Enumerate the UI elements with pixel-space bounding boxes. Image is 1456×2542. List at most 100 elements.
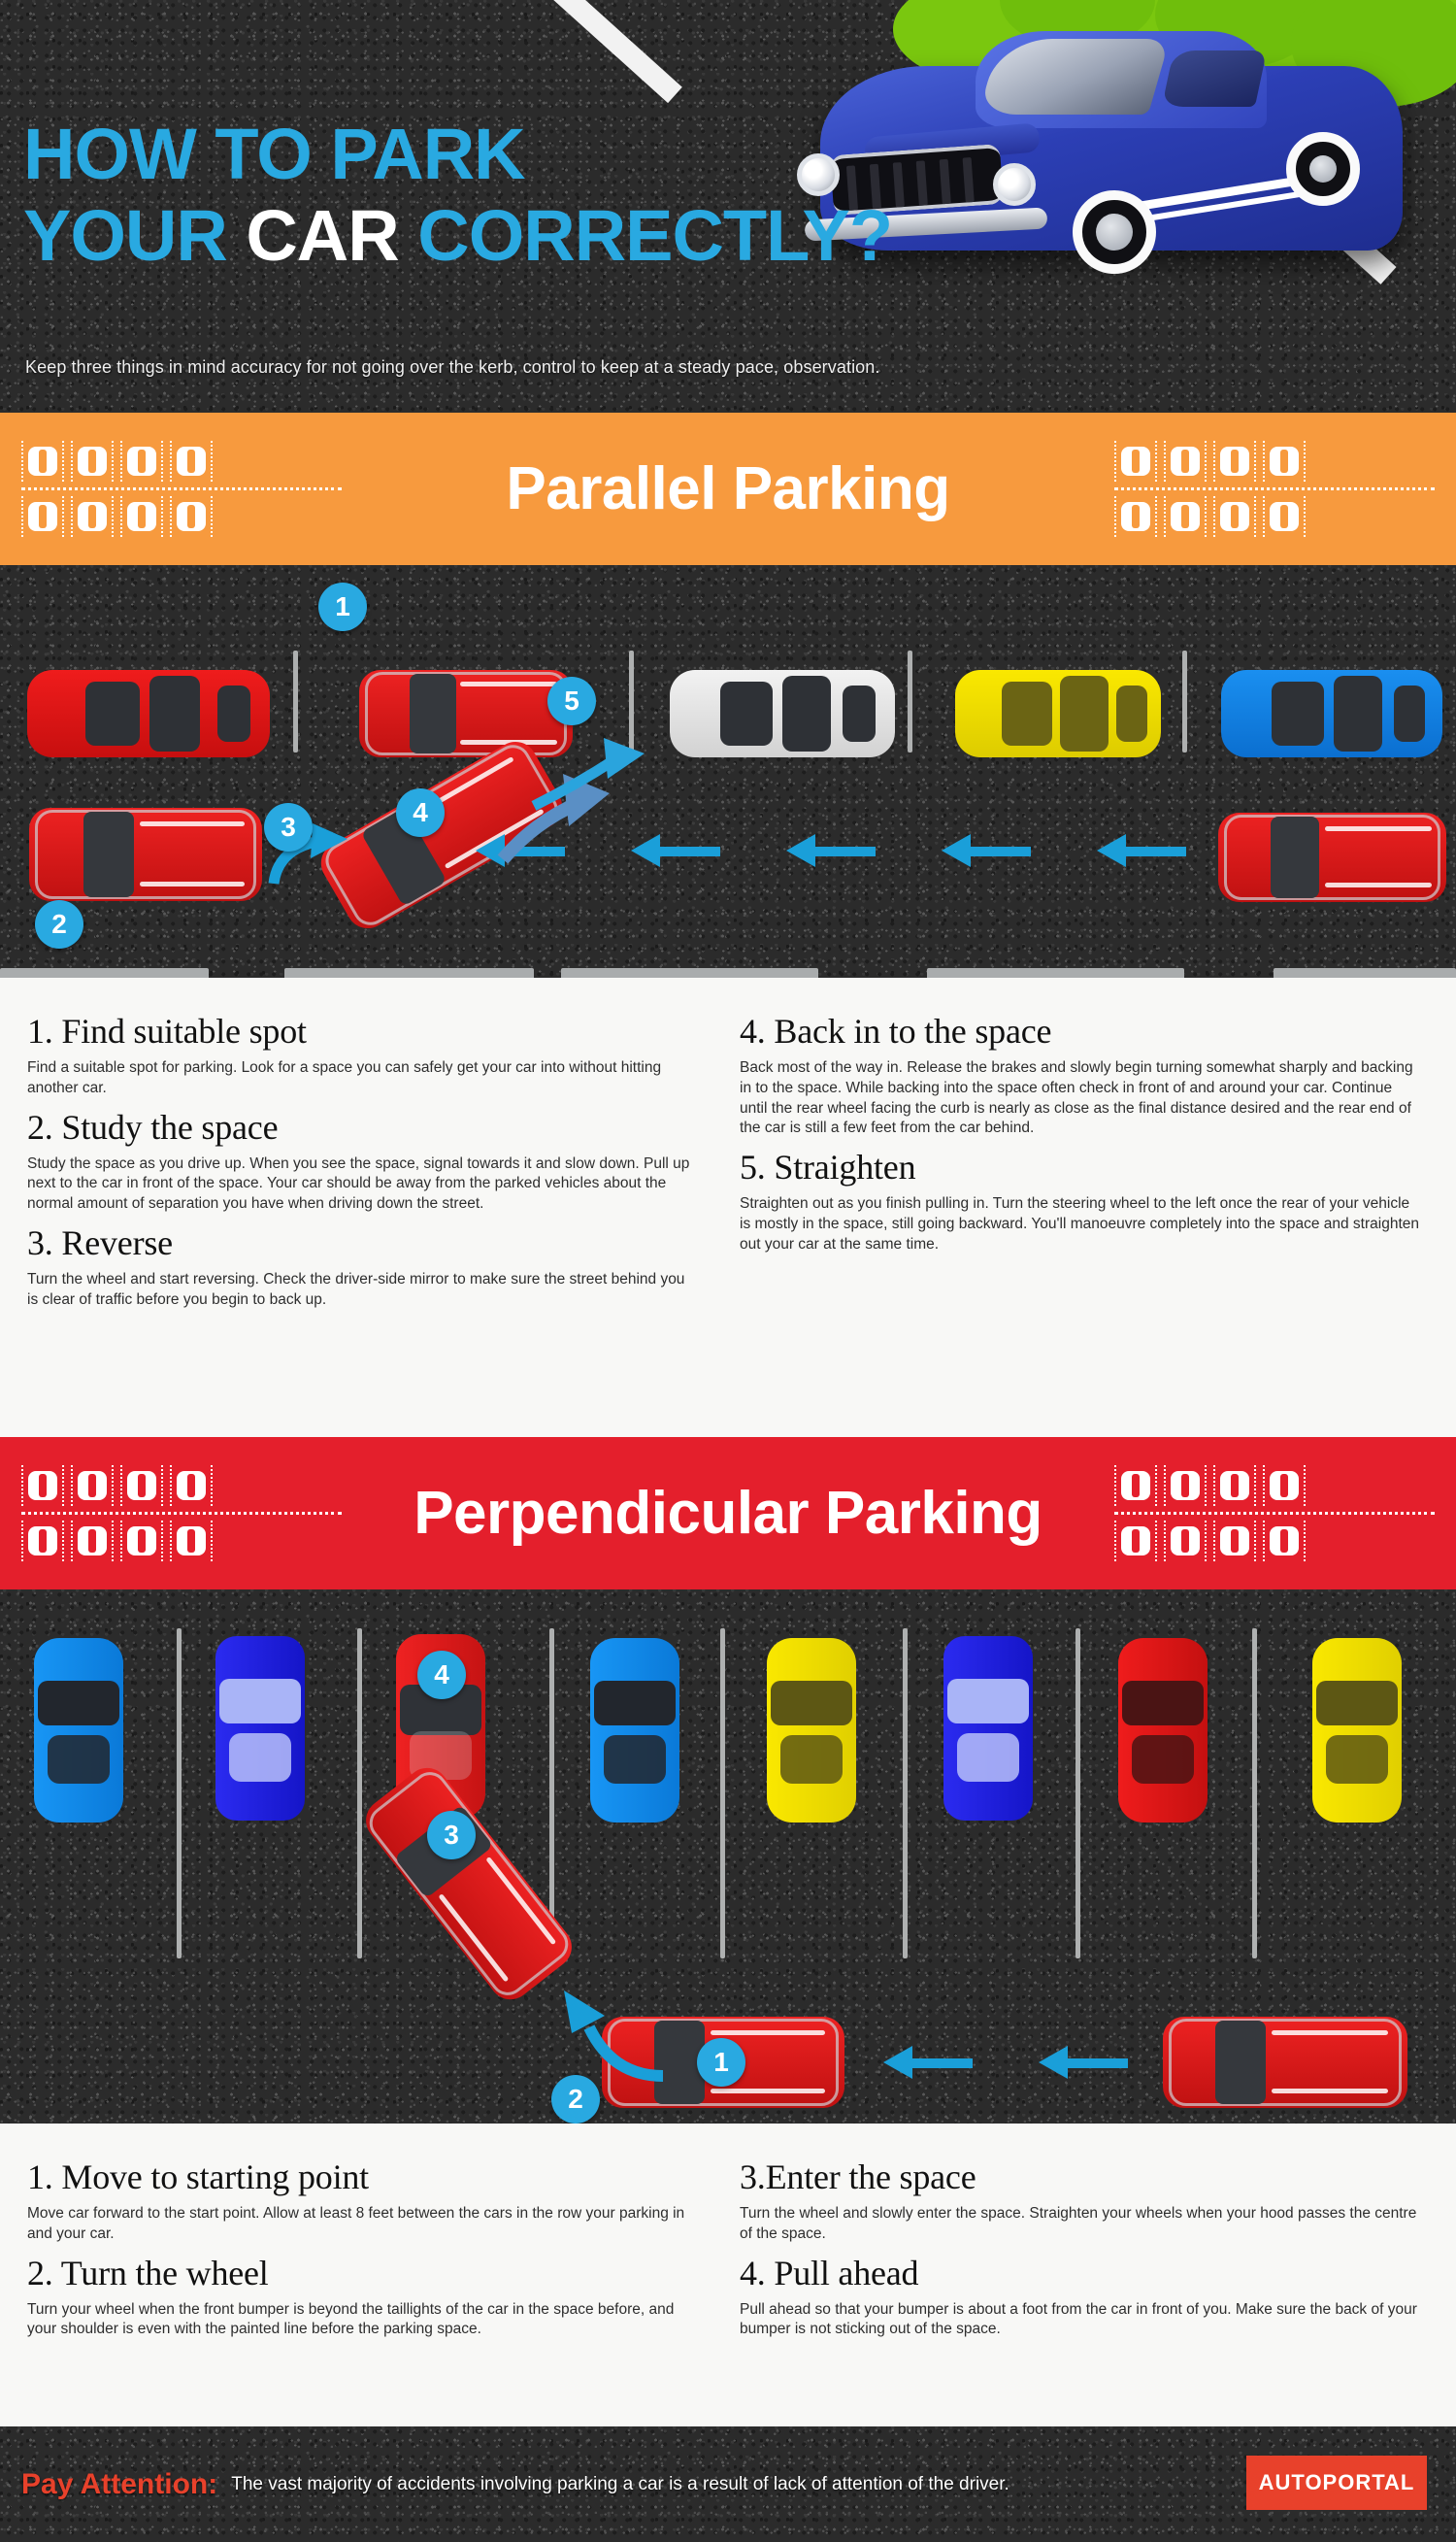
parked-car-darkblue bbox=[215, 1636, 305, 1821]
road-stripe bbox=[502, 0, 682, 104]
parked-car-blue bbox=[590, 1638, 679, 1823]
parked-car-yellow bbox=[955, 670, 1161, 757]
parallel-parking-diagram: 1 2 3 4 5 bbox=[0, 565, 1456, 978]
approaching-car-red bbox=[1163, 2017, 1407, 2108]
step-badge-1: 1 bbox=[318, 583, 367, 631]
curb-marking bbox=[1274, 968, 1456, 978]
direction-arrow-left bbox=[476, 834, 565, 867]
step-heading: 3. Reverse bbox=[27, 1222, 173, 1262]
parallel-steps-left-column: 1. Find suitable spot Find a suitable sp… bbox=[0, 1003, 728, 1423]
mustang-car-photo bbox=[781, 17, 1441, 314]
page-title: HOW TO PARK YOUR CAR CORRECTLY? bbox=[23, 114, 893, 272]
direction-arrow-left bbox=[631, 834, 720, 867]
parallel-parking-banner: Parallel Parking bbox=[0, 413, 1456, 565]
direction-arrow-left bbox=[1097, 834, 1186, 867]
step-body: Move car forward to the start point. All… bbox=[27, 2205, 685, 2242]
parked-car-blue bbox=[1221, 670, 1442, 757]
step-body: Turn the wheel and slowly enter the spac… bbox=[740, 2205, 1417, 2242]
headlight-icon bbox=[797, 153, 840, 196]
direction-arrow-left bbox=[942, 834, 1031, 867]
title-car-highlight: CAR bbox=[246, 195, 399, 276]
curved-arrow-reverse bbox=[268, 823, 347, 885]
perpendicular-steps-left-column: 1. Move to starting point Move car forwa… bbox=[0, 2149, 728, 2413]
step-badge-3: 3 bbox=[264, 803, 313, 852]
start-point-car-red bbox=[602, 2017, 844, 2108]
step-body: Study the space as you drive up. When yo… bbox=[27, 1154, 690, 1213]
direction-arrow-left bbox=[883, 2046, 973, 2079]
curved-arrow-turn bbox=[564, 1990, 664, 2082]
direction-arrow-left bbox=[1039, 2046, 1128, 2079]
parallel-steps-right-column: 4. Back in to the space Back most of the… bbox=[728, 1003, 1456, 1423]
step-body: Turn the wheel and start reversing. Chec… bbox=[27, 1270, 685, 1308]
parking-lot-decoration-left bbox=[21, 1465, 342, 1561]
curb-marking bbox=[0, 968, 209, 978]
step-heading: 1. Move to starting point bbox=[27, 2157, 369, 2196]
parked-car-red bbox=[1118, 1638, 1208, 1823]
step-badge-3: 3 bbox=[427, 1811, 476, 1859]
step-heading: 2. Study the space bbox=[27, 1107, 279, 1147]
parallel-banner-title: Parallel Parking bbox=[506, 455, 950, 522]
perpendicular-parking-diagram: 1 2 3 4 bbox=[0, 1589, 1456, 2124]
approaching-car-red bbox=[1218, 813, 1446, 902]
step-badge-5: 5 bbox=[547, 677, 596, 725]
step-heading: 4. Back in to the space bbox=[740, 1012, 1052, 1051]
parking-slot-line bbox=[177, 1628, 182, 1958]
parking-lot-decoration-right bbox=[1114, 1465, 1435, 1561]
car-side-window bbox=[1161, 50, 1268, 107]
parking-slot-line bbox=[1182, 651, 1187, 753]
step-body: Find a suitable spot for parking. Look f… bbox=[27, 1059, 662, 1096]
autoportal-logo[interactable]: AUTOPORTAL bbox=[1246, 2456, 1427, 2510]
parallel-steps-section: 1. Find suitable spot Find a suitable sp… bbox=[0, 978, 1456, 1437]
parking-slot-line bbox=[357, 1628, 362, 1958]
wheel-icon bbox=[1073, 190, 1156, 274]
title-your: YOUR bbox=[23, 195, 247, 276]
curb-marking bbox=[927, 968, 1184, 978]
parked-car-white bbox=[670, 670, 895, 757]
title-line-1: HOW TO PARK bbox=[23, 114, 526, 194]
footer-note: The vast majority of accidents involving… bbox=[231, 2473, 1009, 2494]
step-body: Straighten out as you finish pulling in.… bbox=[740, 1195, 1419, 1253]
step-heading: 2. Turn the wheel bbox=[27, 2253, 269, 2292]
perpendicular-parking-banner: Perpendicular Parking bbox=[0, 1437, 1456, 1589]
step-badge-4: 4 bbox=[396, 788, 445, 837]
step-body: Turn your wheel when the front bumper is… bbox=[27, 2300, 675, 2338]
title-line-2: YOUR CAR CORRECTLY? bbox=[23, 200, 893, 272]
curb-marking bbox=[561, 968, 818, 978]
title-correctly: CORRECTLY? bbox=[398, 195, 893, 276]
direction-arrow-left bbox=[786, 834, 876, 867]
step-badge-1: 1 bbox=[697, 2038, 745, 2087]
step-badge-2: 2 bbox=[35, 900, 83, 949]
perpendicular-steps-right-column: 3.Enter the space Turn the wheel and slo… bbox=[728, 2149, 1456, 2413]
parking-slot-line bbox=[908, 651, 912, 753]
step-badge-2: 2 bbox=[551, 2075, 600, 2124]
parked-car-yellow bbox=[1312, 1638, 1402, 1823]
parking-slot-line bbox=[1075, 1628, 1080, 1958]
parked-car-darkblue bbox=[943, 1636, 1033, 1821]
parking-slot-line bbox=[1252, 1628, 1257, 1958]
step-body: Pull ahead so that your bumper is about … bbox=[740, 2300, 1417, 2338]
step-heading: 4. Pull ahead bbox=[740, 2253, 919, 2292]
header-section: HOW TO PARK YOUR CAR CORRECTLY? Keep thr… bbox=[0, 0, 1456, 413]
parking-slot-line bbox=[903, 1628, 908, 1958]
parking-slot-line bbox=[629, 651, 634, 753]
step-heading: 5. Straighten bbox=[740, 1148, 916, 1187]
maneuvering-car-start bbox=[29, 808, 262, 901]
parking-lot-decoration-right bbox=[1114, 441, 1435, 537]
parking-slot-line bbox=[720, 1628, 725, 1958]
parking-slot-line bbox=[293, 651, 298, 753]
footer-section: Pay Attention: The vast majority of acci… bbox=[0, 2426, 1456, 2542]
step-heading: 3.Enter the space bbox=[740, 2157, 976, 2196]
page-subtitle: Keep three things in mind accuracy for n… bbox=[25, 357, 880, 377]
step-heading: 1. Find suitable spot bbox=[27, 1012, 307, 1051]
parking-lot-decoration-left bbox=[21, 441, 342, 537]
parked-car-yellow bbox=[767, 1638, 856, 1823]
wheel-icon bbox=[1286, 132, 1360, 206]
headlight-icon bbox=[993, 163, 1036, 206]
step-body: Back most of the way in. Release the bra… bbox=[740, 1059, 1413, 1137]
parked-car-blue bbox=[34, 1638, 123, 1823]
perpendicular-steps-section: 1. Move to starting point Move car forwa… bbox=[0, 2124, 1456, 2426]
pay-attention-label: Pay Attention: bbox=[21, 2467, 218, 2500]
autoportal-logo-text: AUTOPORTAL bbox=[1258, 2470, 1415, 2494]
curved-arrow-straighten bbox=[531, 738, 645, 811]
